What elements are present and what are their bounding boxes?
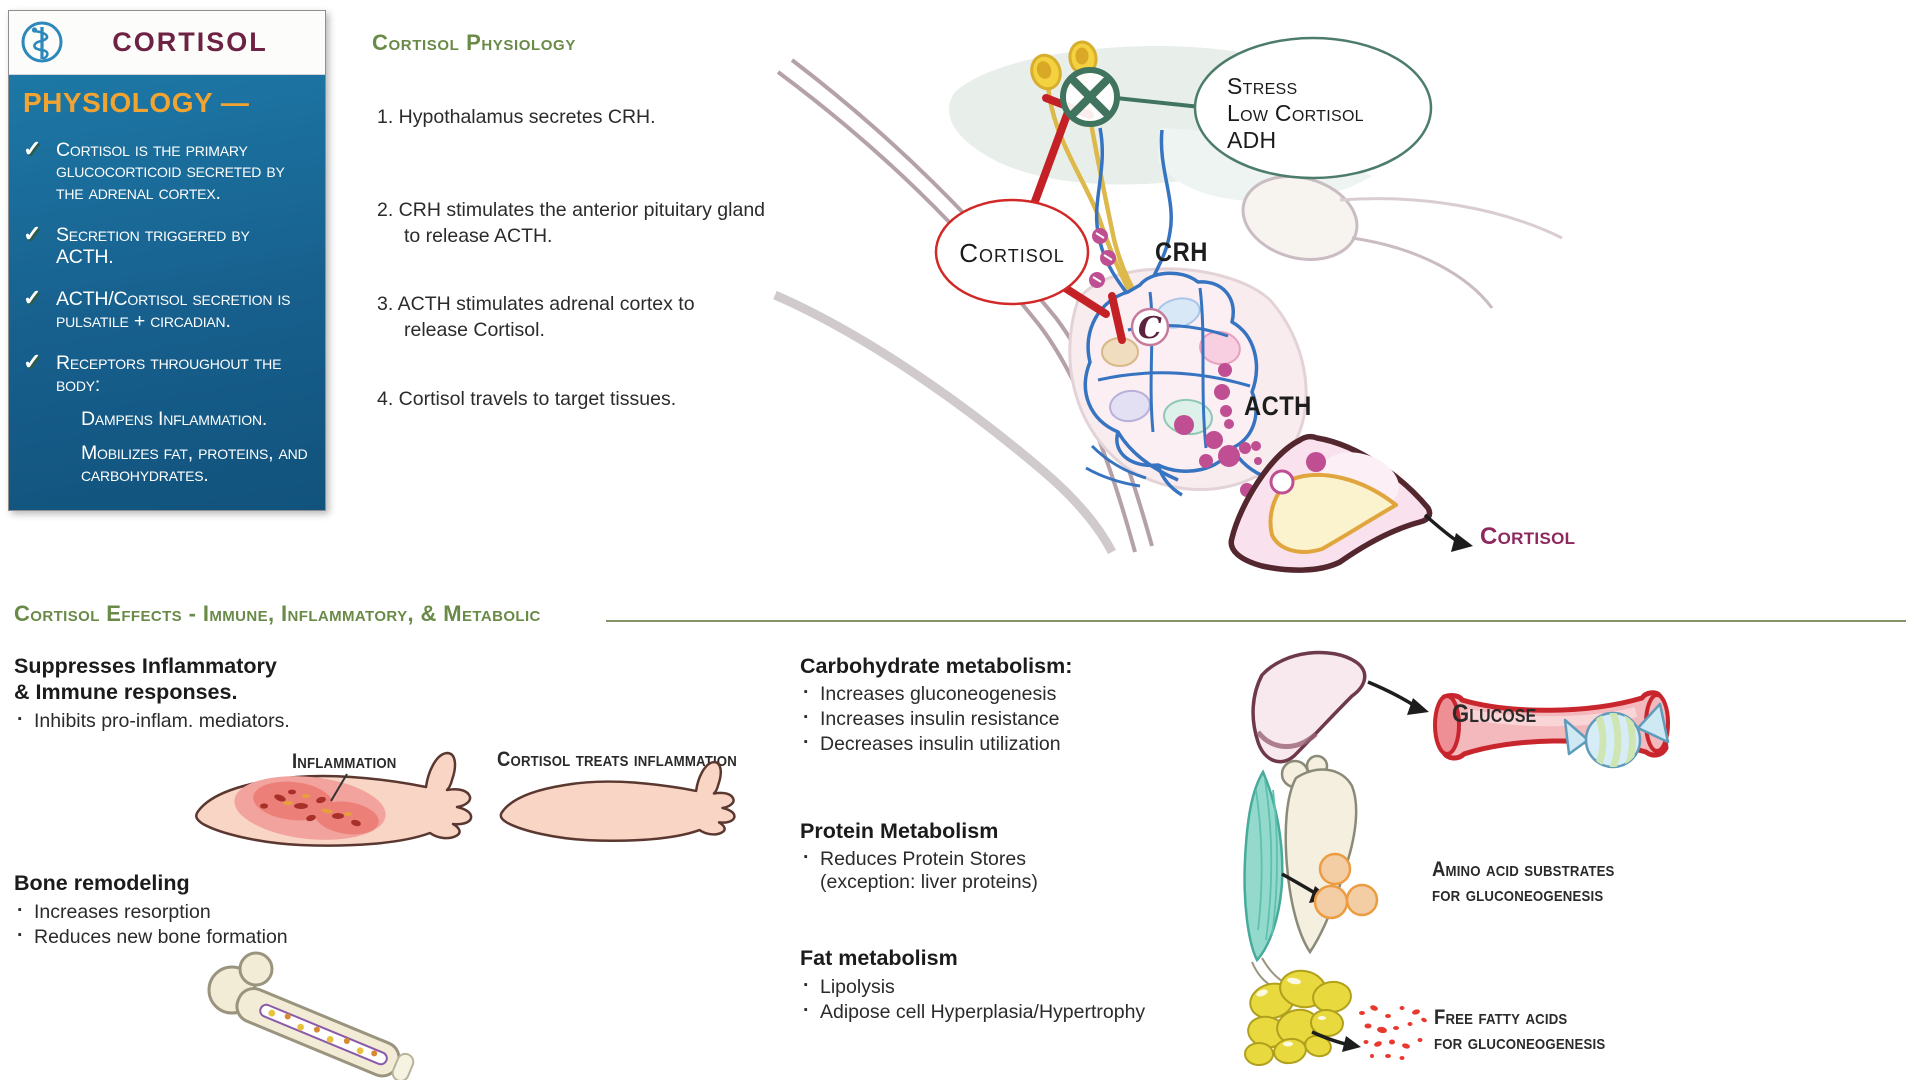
immune-bullet: · Inhibits pro-inflam. mediators. [14,708,290,733]
inflammation-label: Inflammation [292,750,397,773]
immune-bullet-text: Inhibits pro-inflam. mediators. [34,710,290,732]
physiology-heading: Cortisol Physiology [372,30,576,55]
cortisol-output-arrow [1423,513,1473,552]
muscle-illustration [1243,754,1358,989]
amino-acids-icon [1313,852,1379,920]
cortisol-card: CORTISOL PHYSIOLOGY — ✓ Cortisol is the … [8,10,326,512]
physiology-subitem: Dampens Inflammation. [81,407,268,430]
physiology-panel: PHYSIOLOGY — ✓ Cortisol is the primary g… [9,75,325,511]
physiology-item: ✓ Receptors throughout the body: [23,349,311,396]
fat-bullet: · Lipolysis [800,974,895,999]
liver-illustration [1251,650,1367,764]
physiology-item-text: Secretion triggered by ACTH. [56,224,250,268]
carbohydrate-bullet-text: Decreases insulin utilization [820,733,1061,755]
protein-bullet-text: Reduces Protein Stores [820,848,1026,870]
fat-bullet-text: Lipolysis [820,976,895,998]
carbohydrate-bullet: · Decreases insulin utilization [800,731,1061,756]
fat-bullet-text: Adipose cell Hyperplasia/Hypertrophy [820,1001,1146,1023]
card-header: CORTISOL [9,11,325,75]
bullet-icon: · [803,846,810,868]
cortisol-oval-label: Cortisol [959,238,1065,268]
carbohydrate-bullet: · Increases insulin resistance [800,706,1060,731]
check-icon: ✓ [23,349,42,375]
protein-bullet: · Reduces Protein Stores [800,846,1026,871]
protein-bullet-continuation: (exception: liver proteins) [820,871,1038,893]
carbohydrate-bullet-text: Increases insulin resistance [820,708,1060,730]
bullet-icon: · [803,731,810,753]
fat-title: Fat metabolism [800,946,958,970]
physiology-item-text: ACTH/Cortisol secretion is pulsatile + c… [56,288,291,332]
candy-icon [1563,702,1670,769]
physiology-step: 2. CRH stimulates the anterior pituitary… [377,199,766,247]
arms-illustration [195,751,736,847]
adrenal-gland [1228,433,1433,573]
bullet-icon: · [803,681,810,703]
physiology-item-text: Receptors throughout the body: [56,352,282,396]
card-title: CORTISOL [112,27,268,57]
rod-of-asclepius-icon [21,21,63,62]
bone-bullet: · Increases resorption [14,899,211,924]
label-pointer-line [330,773,348,802]
free-fatty-acids-icon [1359,1005,1427,1060]
effects-heading: Cortisol Effects - Immune, Inflammatory,… [14,601,541,626]
corticotroph-cell: C [1130,307,1170,347]
bone-bullet: · Reduces new bone formation [14,924,288,949]
physiology-item: ✓ Cortisol is the primary glucocorticoid… [23,136,311,204]
amino-acid-label: Amino acid substrates for gluconeogenesi… [1432,858,1615,906]
physiology-item: ✓ Secretion triggered by ACTH. [23,221,311,268]
carbohydrate-bullet-text: Increases gluconeogenesis [820,683,1057,705]
healthy-arm-illustration [499,760,736,842]
bone-illustration [207,951,415,1080]
carbohydrate-title: Carbohydrate metabolism: [800,654,1073,678]
inflamed-arm-illustration [195,751,473,847]
stress-bubble-text: Stress Low Cortisol ADH [1227,73,1364,153]
carbohydrate-bullet: · Increases gluconeogenesis [800,681,1057,706]
crh-granules [1089,228,1116,288]
corticotroph-label: C [1138,311,1162,346]
stimulation-plus-icon [1060,67,1120,127]
cortisol-output-label: Cortisol [1480,523,1576,550]
physiology-item: ✓ ACTH/Cortisol secretion is pulsatile +… [23,285,311,332]
pituitary-gland [1083,127,1269,497]
physiology-item-text: Cortisol is the primary glucocorticoid s… [56,139,285,204]
bone-bullet-text: Increases resorption [34,901,211,923]
metabolism-illustrations [1243,650,1670,1066]
free-fatty-acids-label: Free fatty acids for gluconeogenesis [1434,1006,1606,1054]
physiology-step: 4. Cortisol travels to target tissues. [377,388,677,410]
acth-label: ACTH [1244,391,1312,421]
glucose-label: Glucose [1452,700,1537,728]
adipose-highlights [1256,977,1326,1047]
bone-title: Bone remodeling [14,871,190,895]
bullet-icon: · [803,999,810,1021]
protein-title: Protein Metabolism [800,819,999,843]
bullet-icon: · [17,924,24,946]
physiology-panel-heading: PHYSIOLOGY — [23,87,250,118]
crh-label: CRH [1155,237,1208,267]
physiology-subitem: Mobilizes fat, proteins, and carbohydrat… [81,442,308,486]
check-icon: ✓ [23,285,42,311]
fat-to-ffa-arrow [1311,1030,1361,1052]
physiology-step: 3. ACTH stimulates adrenal cortex to rel… [377,293,695,341]
check-icon: ✓ [23,221,42,247]
stress-bubble [1193,36,1433,180]
liver-to-glucose-arrow [1367,680,1429,715]
physiology-step: 1. Hypothalamus secretes CRH. [377,106,656,128]
heading-rule [606,620,1906,622]
bone-bullet-text: Reduces new bone formation [34,926,288,948]
bullet-icon: · [17,708,24,730]
fat-bullet: · Adipose cell Hyperplasia/Hypertrophy [800,999,1146,1024]
bullet-icon: · [17,899,24,921]
cortisol-treats-inflammation-label: Cortisol treats inflammation [497,748,737,771]
bullet-icon: · [803,974,810,996]
check-icon: ✓ [23,136,42,161]
immune-title: Suppresses Inflammatory & Immune respons… [14,654,277,704]
bullet-icon: · [803,706,810,728]
cortisol-oval [934,198,1090,306]
hpa-axis-diagram-illustration: C [773,36,1563,573]
